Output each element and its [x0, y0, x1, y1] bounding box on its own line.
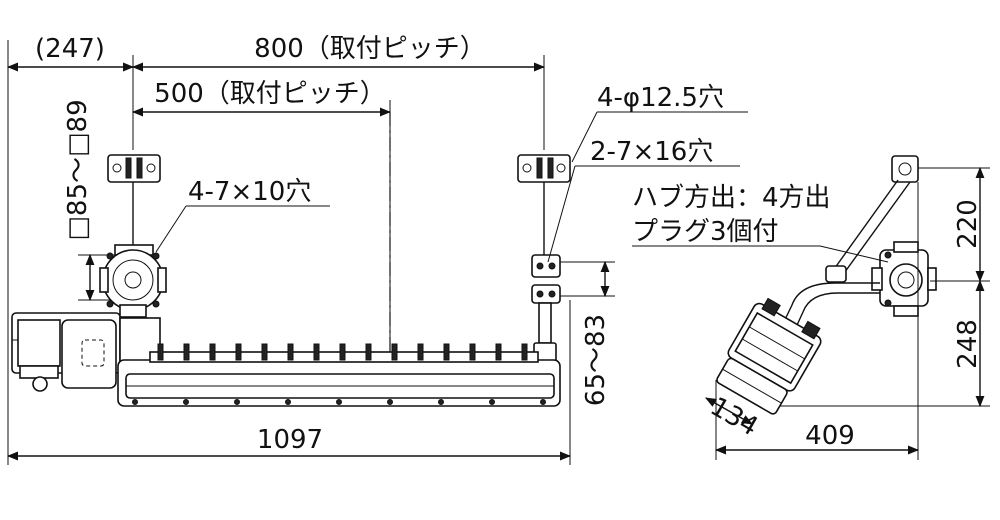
- body-bolt: [489, 399, 495, 405]
- cooling-fin: [235, 343, 242, 361]
- side-248-label: 248: [953, 319, 983, 369]
- callout-hub-leader: [632, 245, 889, 263]
- side-upper-arm: [831, 179, 911, 277]
- cooling-fin: [157, 343, 164, 361]
- cooling-fin: [495, 343, 502, 361]
- cooling-fin: [339, 343, 346, 361]
- ballast-box: [11, 312, 161, 392]
- dim-800-line: [131, 55, 546, 150]
- overhang-label: (247): [35, 34, 105, 64]
- side-hub: [871, 241, 937, 317]
- cooling-fin: [209, 343, 216, 361]
- callout-7x10: 4-7×10穴: [188, 177, 311, 207]
- cooling-fin: [469, 343, 476, 361]
- cooling-fin: [313, 343, 320, 361]
- cooling-fin: [365, 343, 372, 361]
- body-bolts: [132, 399, 546, 405]
- cooling-fin: [183, 343, 190, 361]
- callout-hub-line2: プラグ3個付: [632, 217, 779, 247]
- pitch-500-label: 500（取付ピッチ）: [154, 79, 386, 109]
- body-bolt: [438, 399, 444, 405]
- callout-hub-line1: ハブ方出：4方出: [632, 183, 831, 213]
- side-lamp-head: [716, 297, 822, 415]
- height-range-label: 65～83: [581, 314, 611, 406]
- cooling-fin: [391, 343, 398, 361]
- junction-box: [99, 244, 167, 318]
- dim-500-line: [131, 100, 392, 375]
- dim-220-248-lines: [780, 166, 990, 408]
- callout-7x16-leader: [547, 165, 740, 263]
- callout-7x10-leader: [155, 205, 330, 253]
- cooling-fin: [443, 343, 450, 361]
- callout-phi: 4-φ12.5穴: [597, 83, 724, 113]
- total-length-label: 1097: [257, 425, 323, 455]
- side-409-label: 409: [805, 421, 855, 451]
- side-220-label: 220: [953, 199, 983, 249]
- pitch-800-label: 800（取付ピッチ）: [254, 34, 486, 64]
- callout-phi-leader: [571, 111, 748, 163]
- dim-height-line: [560, 260, 615, 298]
- dim-409-134-lines: [705, 182, 920, 460]
- side-top-bracket: [891, 155, 919, 183]
- dim-overhang-line: [6, 40, 135, 300]
- cooling-fin: [261, 343, 268, 361]
- body-bolt: [234, 399, 240, 405]
- right-bracket: [517, 154, 571, 255]
- cooling-fin: [287, 343, 294, 361]
- callout-7x16: 2-7×16穴: [590, 137, 713, 167]
- square-range-label: □85～□89: [63, 99, 93, 240]
- dim-1097-line: [6, 300, 572, 465]
- cooling-fins: [157, 343, 528, 361]
- cooling-fin: [417, 343, 424, 361]
- body-bolt: [387, 399, 393, 405]
- body-bolt: [132, 399, 138, 405]
- cooling-fin: [521, 343, 528, 361]
- right-clamp: [531, 254, 561, 364]
- body-bolt: [336, 399, 342, 405]
- body-bolt: [540, 399, 546, 405]
- left-bracket: [107, 154, 161, 250]
- body-bolt: [285, 399, 291, 405]
- side-lower-arm: [779, 265, 880, 337]
- body-bolt: [183, 399, 189, 405]
